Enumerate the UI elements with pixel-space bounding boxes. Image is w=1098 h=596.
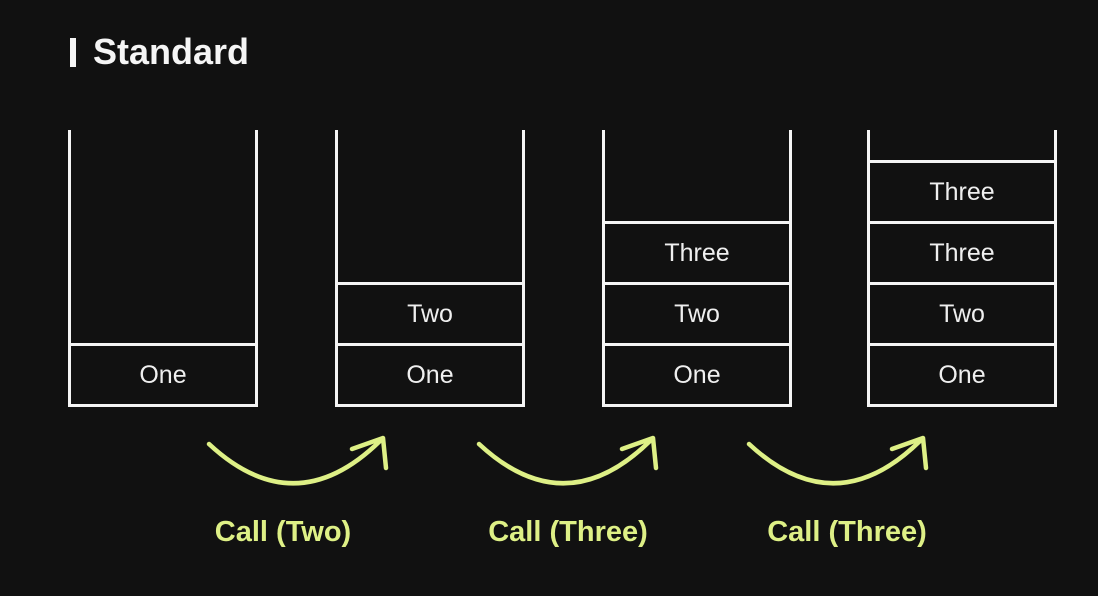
call-arrow-label: Call (Three) — [767, 516, 927, 548]
stack-frame: One — [605, 343, 789, 404]
curved-call-arrow-icon — [473, 426, 663, 504]
stack-frame: Two — [338, 282, 522, 343]
curved-call-arrow-icon — [743, 426, 933, 504]
call-arrow-label: Call (Two) — [214, 516, 352, 548]
title-accent-bar-icon — [70, 37, 76, 67]
curved-call-arrow-icon — [203, 426, 393, 504]
slide-title: Standard — [70, 34, 249, 70]
stack-frame: Three — [605, 221, 789, 282]
stack-1: One — [68, 130, 258, 407]
stack-frame: One — [71, 343, 255, 404]
stack-frame: Two — [605, 282, 789, 343]
stack-frame: Two — [870, 282, 1054, 343]
stack-frame: One — [338, 343, 522, 404]
page-title: Standard — [93, 31, 250, 72]
stack-frame: Three — [870, 221, 1054, 282]
stack-frame: Three — [870, 160, 1054, 221]
stack-frame: One — [870, 343, 1054, 404]
call-arrow-label: Call (Three) — [488, 516, 648, 548]
